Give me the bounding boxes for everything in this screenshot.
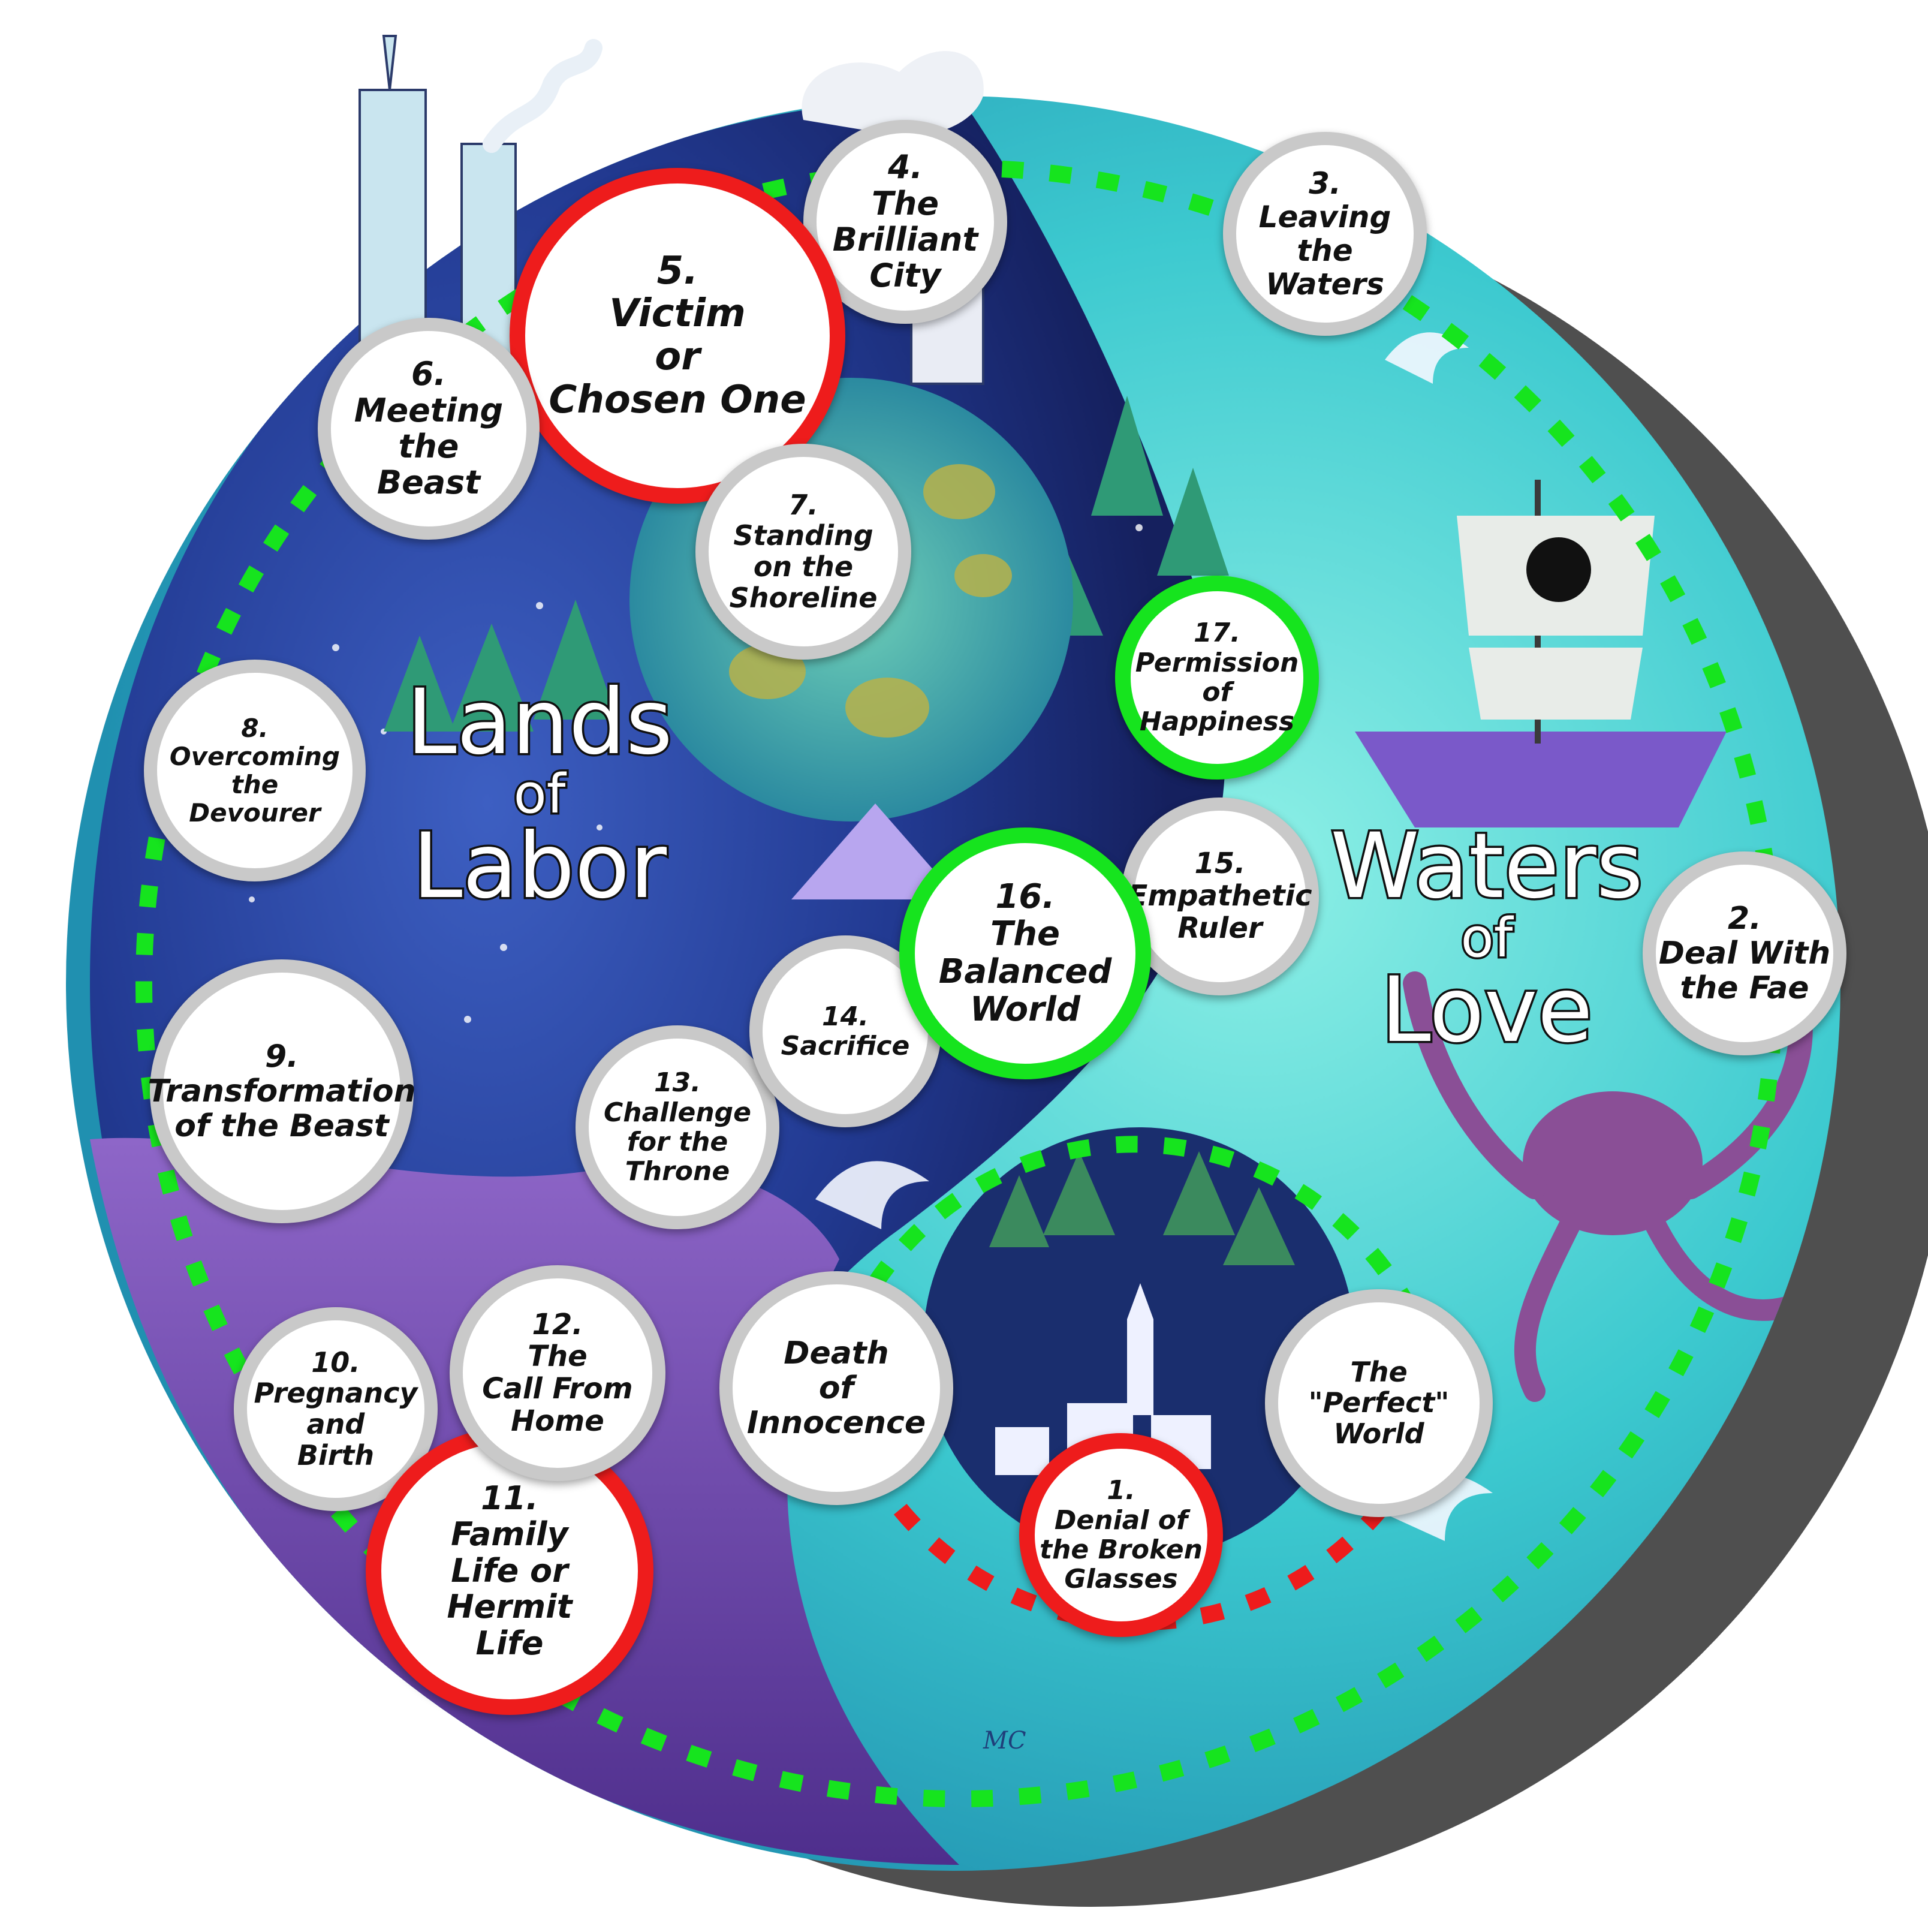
octopus <box>1403 971 1813 1402</box>
perfect-world[interactable]: The "Perfect" World <box>1265 1289 1493 1517</box>
stage-1-label: 1. Denial of the Broken Glasses <box>1040 1475 1203 1595</box>
stage-17-permission-of-happiness[interactable]: 17. Permission of Happiness <box>1115 576 1319 780</box>
stage-5-label: 5. Victim or Chosen One <box>549 248 806 422</box>
stage-8-overcoming-devourer[interactable]: 8. Overcoming the Devourer <box>144 660 366 881</box>
stage-9-label: 9. Transformation of the Beast <box>147 1038 416 1145</box>
lands-label-line1: Lands <box>405 670 675 775</box>
tent <box>791 804 959 899</box>
stage-7-label: 7. Standing on the Shoreline <box>729 488 878 614</box>
stage-15-empathetic-ruler[interactable]: 15. Empathetic Ruler <box>1121 798 1319 995</box>
stage-7-standing-on-shoreline[interactable]: 7. Standing on the Shoreline <box>695 444 911 660</box>
stage-11-family-or-hermit-life[interactable]: 11. Family Life or Hermit Life <box>366 1427 653 1715</box>
perfect-world-label: The "Perfect" World <box>1308 1355 1450 1450</box>
lands-label-line3: Labor <box>410 814 668 919</box>
inner-red-path <box>844 1424 1385 1631</box>
stage-10-label: 10. Pregnancy and Birth <box>254 1346 418 1471</box>
stage-4-label: 4. The Brilliant City <box>832 148 978 295</box>
stage-12-call-from-home[interactable]: 12. The Call From Home <box>450 1265 665 1481</box>
sailing-ship <box>1355 480 1727 827</box>
stage-17-label: 17. Permission of Happiness <box>1135 618 1299 738</box>
stage-13-challenge-for-throne[interactable]: 13. Challenge for the Throne <box>576 1025 779 1229</box>
waters-label-line2: of <box>1459 907 1515 970</box>
death-of-innocence-label: Death of Innocence <box>746 1335 926 1442</box>
stage-3-label: 3. Leaving the Waters <box>1258 166 1391 302</box>
stage-8-label: 8. Overcoming the Devourer <box>169 713 341 828</box>
stage-12-label: 12. The Call From Home <box>482 1307 633 1438</box>
inner-journey-path <box>868 1136 1423 1323</box>
stage-11-label: 11. Family Life or Hermit Life <box>447 1479 573 1662</box>
death-of-innocence[interactable]: Death of Innocence <box>719 1271 953 1505</box>
waters-label-line3: Love <box>1379 958 1595 1063</box>
waters-of-love-label: Waters of Love <box>1319 814 1655 1063</box>
stage-13-label: 13. Challenge for the Throne <box>604 1067 751 1187</box>
stage-5-victim-or-chosen-one[interactable]: 5. Victim or Chosen One <box>510 168 845 504</box>
stage-2-label: 2. Deal With the Fae <box>1658 900 1831 1007</box>
stage-15-label: 15. Empathetic Ruler <box>1128 847 1312 945</box>
stage-16-label: 16. The Balanced World <box>938 877 1112 1029</box>
stage-16-balanced-world[interactable]: 16. The Balanced World <box>899 827 1151 1079</box>
waters-label-line1: Waters <box>1328 814 1646 919</box>
artist-signature: MC <box>983 1727 1026 1755</box>
lands-label-line2: of <box>511 763 568 826</box>
stage-6-meeting-beast[interactable]: 6. Meeting the Beast <box>318 318 540 540</box>
stage-3-leaving-waters[interactable]: 3. Leaving the Waters <box>1223 132 1427 336</box>
lands-of-labor-label: Lands of Labor <box>384 670 695 919</box>
village-trees <box>989 1151 1295 1265</box>
stage-2-deal-with-fae[interactable]: 2. Deal With the Fae <box>1643 851 1846 1055</box>
stage-14-label: 14. Sacrifice <box>781 1001 910 1061</box>
stage-1-denial[interactable]: 1. Denial of the Broken Glasses <box>1019 1433 1223 1637</box>
stage-9-transformation-of-beast[interactable]: 9. Transformation of the Beast <box>147 959 416 1223</box>
stage-6-label: 6. Meeting the Beast <box>354 355 504 502</box>
